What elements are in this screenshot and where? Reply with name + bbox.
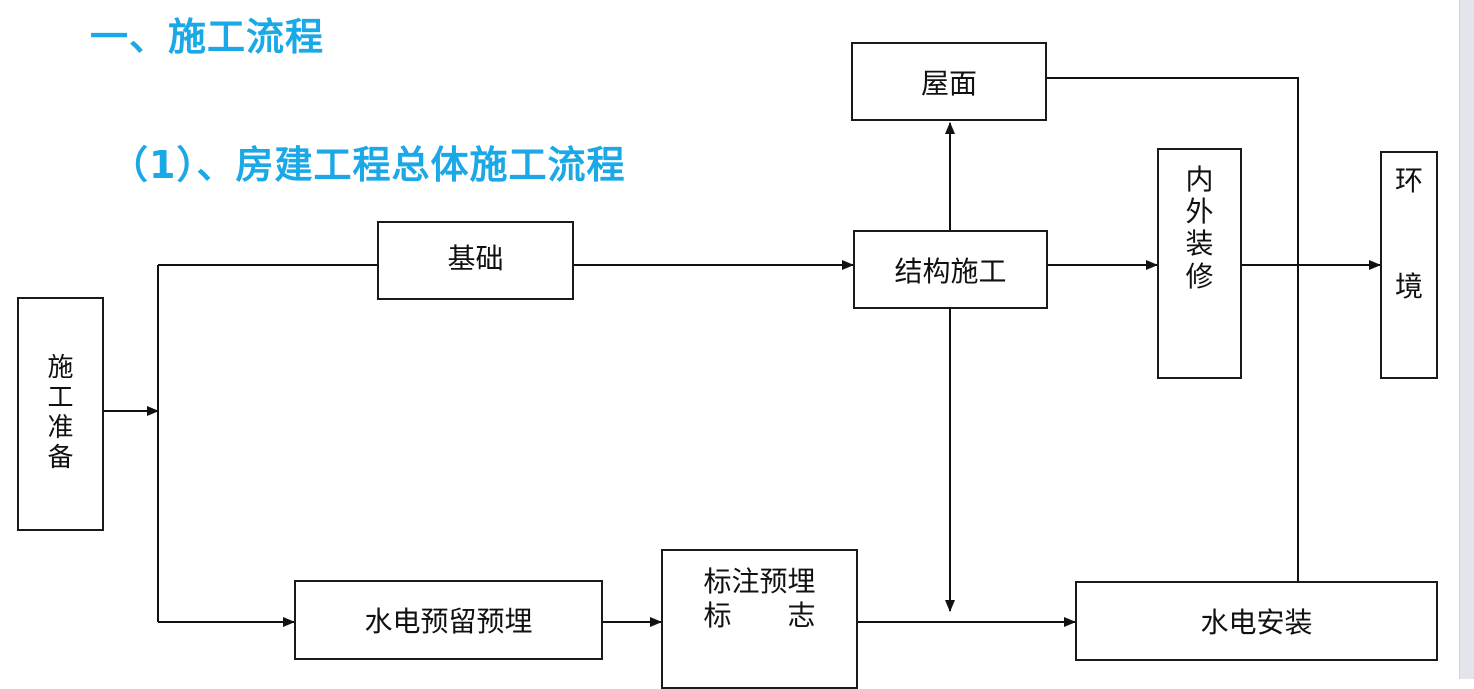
node-mark-embedment: 标注预埋 标 志	[661, 549, 858, 689]
flow-connectors	[103, 77, 1381, 627]
node-structure-label: 结构施工	[894, 254, 1007, 288]
node-environment-char: 境	[1394, 270, 1423, 303]
node-water-electric-install: 水电安装	[1075, 581, 1438, 661]
node-structure: 结构施工	[853, 230, 1048, 309]
node-foundation-label: 基础	[447, 241, 504, 275]
node-embed-label: 水电预留预埋	[364, 605, 533, 638]
node-mark-line1: 标注预埋	[703, 565, 816, 598]
node-decoration-char: 外	[1185, 195, 1214, 229]
node-environment: 环 境	[1380, 151, 1438, 379]
node-install-label: 水电安装	[1200, 606, 1313, 639]
node-prep-char: 施	[47, 353, 74, 384]
node-environment-char: 环	[1394, 164, 1423, 197]
node-prep-char: 备	[47, 442, 74, 473]
node-decoration-char: 修	[1185, 259, 1214, 293]
node-foundation: 基础	[377, 221, 574, 300]
page-title: 一、施工流程	[90, 15, 325, 59]
scrollbar[interactable]	[1459, 0, 1474, 679]
node-prep-char: 工	[47, 383, 74, 414]
node-roof: 屋面	[851, 42, 1047, 121]
node-roof-label: 屋面	[920, 66, 977, 100]
node-prep-char: 准	[47, 413, 74, 443]
node-construction-prep: 施 工 准 备	[17, 297, 104, 531]
node-mark-line2: 标 志	[703, 598, 816, 632]
section-subtitle: （1）、房建工程总体施工流程	[110, 143, 626, 187]
node-decoration-char: 内	[1185, 163, 1214, 196]
node-decoration-char: 装	[1185, 227, 1214, 261]
node-water-electric-embedment: 水电预留预埋	[294, 580, 603, 660]
line-roof-to-install	[1046, 77, 1299, 582]
node-interior-exterior-decoration: 内 外 装 修	[1157, 148, 1242, 379]
